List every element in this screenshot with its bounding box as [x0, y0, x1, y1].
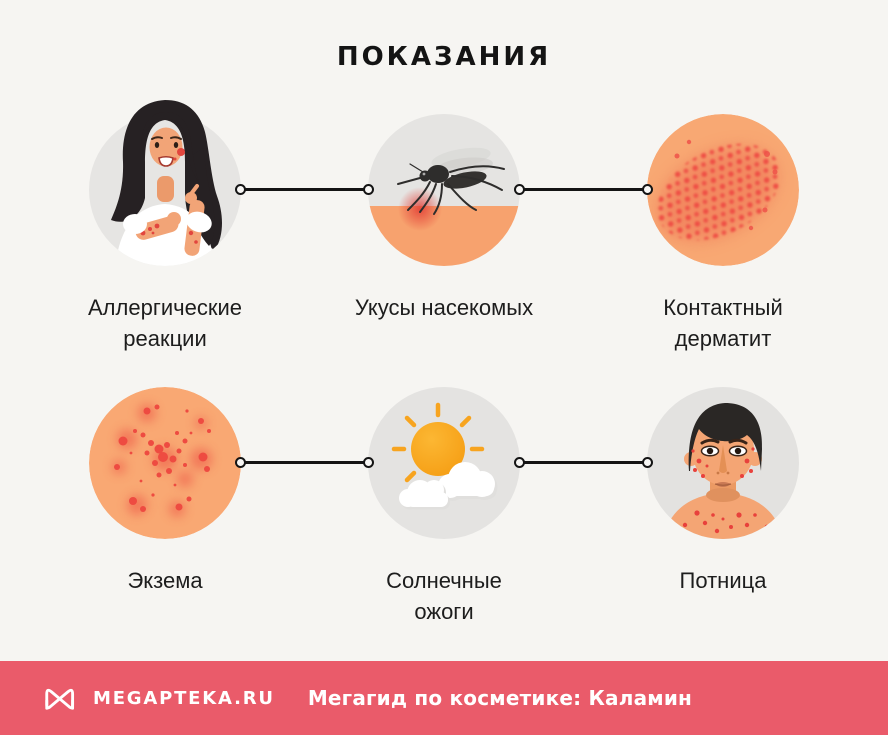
page-title: ПОКАЗАНИЯ: [336, 42, 552, 72]
contact-dermatitis-icon: [647, 114, 799, 266]
woman-fringe: [141, 112, 200, 184]
stray-dots: [674, 139, 778, 231]
label-line: Контактный: [663, 295, 783, 320]
allergic-reaction-icon: [89, 100, 241, 266]
label-contact-dermatitis: Контактный дерматит: [603, 292, 843, 354]
boy-illustration: [663, 403, 783, 539]
label-line: Потница: [679, 568, 767, 593]
boy-rash-dots: [682, 447, 770, 535]
eczema-dots: [114, 404, 211, 512]
label-line: дерматит: [674, 326, 772, 351]
label-eczema: Экзема: [45, 565, 285, 596]
connector-line: [235, 456, 374, 468]
insect-bite-icon: [368, 114, 520, 266]
connector-ring: [363, 183, 374, 195]
connector-line: [514, 183, 653, 195]
sun-icon: [411, 422, 465, 476]
eczema-icon: [89, 387, 241, 539]
label-line: ожоги: [414, 599, 474, 624]
insect-bite-figure: [368, 114, 520, 266]
connector-ring: [235, 456, 246, 468]
heat-rash-figure: [647, 387, 799, 539]
label-line: реакции: [123, 326, 207, 351]
label-insect-bites: Укусы насекомых: [324, 292, 564, 323]
woman-neck: [157, 176, 174, 202]
connector-ring: [235, 183, 246, 195]
woman-left-sleeve: [123, 214, 147, 234]
allergic-reaction-figure: [89, 100, 241, 266]
sunburn-icon: [368, 387, 520, 539]
skin-half: [368, 206, 520, 266]
connector-ring: [514, 183, 525, 195]
neck-shadow: [706, 488, 740, 502]
contact-dermatitis-figure: [647, 114, 799, 266]
megapteka-logo-icon: [45, 688, 75, 710]
boy-chest: [663, 493, 783, 539]
footer-caption: Мегагид по косметике: Каламин: [307, 686, 693, 710]
footer-brand: MEGAPTEKA.RU: [93, 687, 275, 709]
boy-facial-features: [700, 438, 748, 487]
label-heat-rash: Потница: [603, 565, 843, 596]
mosquito: [397, 147, 505, 215]
connector-ring: [642, 183, 653, 195]
connector-ring: [642, 456, 653, 468]
sunburn-figure: [368, 387, 520, 539]
bite-mark: [398, 187, 442, 231]
label-line: Солнечные: [386, 568, 502, 593]
connector-ring: [514, 456, 525, 468]
eczema-figure: [89, 387, 241, 539]
label-line: Аллергические: [88, 295, 242, 320]
woman-folded-arm: [135, 212, 181, 240]
label-line: Укусы насекомых: [354, 295, 534, 320]
label-allergic-reactions: Аллергические реакции: [45, 292, 285, 354]
cloud-front: [399, 480, 450, 510]
connector-line: [235, 183, 374, 195]
connector-ring: [363, 456, 374, 468]
footer-bar: MEGAPTEKA.RU Мегагид по косметике: Калам…: [0, 661, 888, 735]
label-sunburn: Солнечные ожоги: [324, 565, 564, 627]
heat-rash-icon: [647, 387, 799, 539]
connector-line: [514, 456, 653, 468]
boy-hair: [688, 403, 763, 471]
woman-facial-features: [151, 136, 185, 167]
woman-illustration: [111, 100, 222, 266]
label-line: Экзема: [127, 568, 203, 593]
rash-dots: [657, 143, 781, 241]
woman-right-sleeve: [186, 211, 212, 233]
